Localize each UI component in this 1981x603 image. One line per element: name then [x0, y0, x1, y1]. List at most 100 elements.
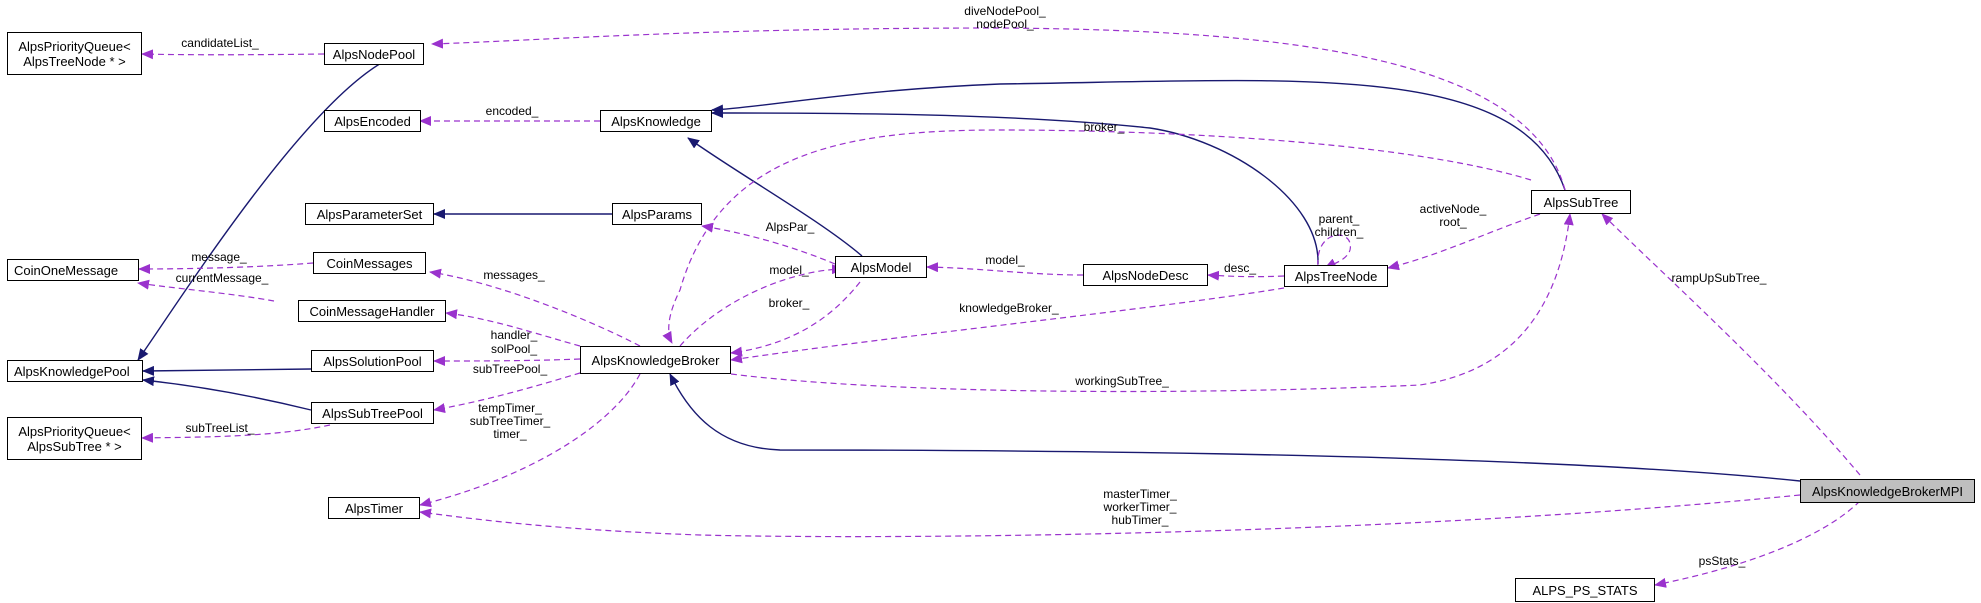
edge-treenode-parent-children	[1317, 234, 1351, 269]
edge-label-line: workingSubTree_	[1075, 374, 1169, 388]
edge-label-line: psStats_	[1698, 554, 1746, 568]
edge-subtreepool-to-knowledgepool	[142, 376, 312, 411]
edge-label-messages: messages_	[483, 269, 544, 282]
node-label: AlpsKnowledge	[611, 113, 701, 129]
node-alps-solution-pool[interactable]: AlpsSolutionPool	[311, 350, 434, 372]
node-alps-sub-tree-pool[interactable]: AlpsSubTreePool	[311, 402, 434, 424]
edge-label-line: model_	[769, 263, 809, 277]
edge-label-desc: desc_	[1224, 262, 1256, 275]
node-alps-node-pool[interactable]: AlpsNodePool	[324, 43, 424, 65]
node-alps-knowledge[interactable]: AlpsKnowledge	[600, 110, 712, 132]
edge-brokermpi-rampupsubtree	[1601, 213, 1861, 476]
edge-label-line: children_	[1314, 225, 1364, 239]
edge-label-encoded: encoded_	[486, 105, 539, 118]
edge-label-line: solPool_	[490, 342, 538, 356]
node-label: AlpsKnowledgeBrokerMPI	[1811, 483, 1964, 499]
node-label: AlpsNodeDesc	[1102, 267, 1189, 283]
edge-label-line: knowledgeBroker_	[959, 301, 1059, 315]
node-alps-params[interactable]: AlpsParams	[612, 203, 702, 225]
edge-label-line: masterTimer_	[1103, 487, 1177, 501]
node-alps-sub-tree[interactable]: AlpsSubTree	[1531, 190, 1631, 214]
edge-label-candidate-list: candidateList_	[181, 37, 258, 50]
node-label: CoinOneMessage	[14, 262, 119, 278]
edge-label-model: model_	[769, 264, 808, 277]
edge-label-model-desc: model_	[985, 254, 1024, 267]
edge-label-timers: tempTimer_ subTreeTimer_ timer_	[470, 402, 550, 441]
node-alps-encoded[interactable]: AlpsEncoded	[324, 110, 421, 132]
edge-label-line: workerTimer_	[1103, 500, 1177, 514]
edge-label-broker-model: broker_	[769, 297, 810, 310]
node-alps-knowledge-broker-mpi[interactable]: AlpsKnowledgeBrokerMPI	[1800, 479, 1975, 503]
edge-label-line: rampUpSubTree_	[1671, 271, 1767, 285]
edge-label-active-node: activeNode_ root_	[1420, 203, 1487, 229]
edge-label-knowledge-broker: knowledgeBroker_	[959, 302, 1058, 315]
node-alps-model[interactable]: AlpsModel	[835, 256, 927, 278]
edge-model-alpspar	[701, 222, 836, 265]
edge-label-sub-tree-pool: subTreePool_	[473, 363, 547, 376]
edge-subtree-nodepool	[431, 27, 1566, 191]
edge-model-to-knowledge	[687, 137, 863, 257]
edge-nodepool-candidatelist	[141, 49, 325, 60]
edge-label-line: candidateList_	[181, 36, 259, 50]
edge-label-line: diveNodePool_	[964, 4, 1046, 18]
edge-label-line: root_	[1439, 215, 1467, 229]
node-coin-message-handler[interactable]: CoinMessageHandler	[298, 300, 446, 322]
edge-subtree-to-knowledge	[711, 79, 1566, 191]
edge-coinmessages-message	[138, 262, 314, 274]
node-label: AlpsSubTree	[1543, 194, 1619, 210]
edge-handler-currentmessage	[137, 279, 275, 302]
node-label: AlpsKnowledgePool	[14, 363, 130, 379]
node-label-line1: AlpsPriorityQueue<	[18, 38, 131, 54]
node-label: ALPS_PS_STATS	[1532, 582, 1638, 598]
usage-edges	[137, 27, 1861, 588]
node-label: AlpsEncoded	[334, 113, 411, 129]
edge-broker-model	[679, 264, 844, 347]
edge-label-parent-children: parent_ children_	[1315, 213, 1364, 239]
edge-broker-solpool	[433, 355, 581, 366]
edge-label-line: tempTimer_	[478, 401, 542, 415]
node-alps-timer[interactable]: AlpsTimer	[328, 497, 420, 519]
node-label: AlpsSolutionPool	[323, 353, 422, 369]
node-label: AlpsSubTreePool	[322, 405, 423, 421]
edge-label-line: timer_	[493, 427, 527, 441]
node-alps-parameter-set[interactable]: AlpsParameterSet	[305, 203, 434, 225]
edge-treenode-to-knowledge	[711, 107, 1319, 265]
edge-label-line: activeNode_	[1419, 202, 1487, 216]
edge-label-line: encoded_	[485, 104, 539, 118]
edge-solutionpool-to-knowledgepool	[142, 365, 312, 376]
node-label: CoinMessages	[326, 255, 413, 271]
node-coin-one-message[interactable]: CoinOneMessage	[7, 259, 139, 281]
edge-label-mpi-timers: masterTimer_ workerTimer_ hubTimer_	[1103, 488, 1177, 527]
edge-label-line: AlpsPar_	[765, 220, 815, 234]
node-alps-ps-stats[interactable]: ALPS_PS_STATS	[1515, 578, 1655, 602]
edge-broker-handler	[445, 309, 581, 347]
edge-label-line: currentMessage_	[175, 271, 269, 285]
node-priority-queue-sub-tree[interactable]: AlpsPriorityQueue< AlpsSubTree * >	[7, 417, 142, 460]
edge-nodepool-to-knowledgepool	[137, 61, 384, 361]
edge-label-current-message: currentMessage_	[176, 272, 269, 285]
edge-broker-messages	[429, 268, 641, 347]
edge-label-line: nodePool_	[976, 17, 1034, 31]
edge-label-line: subTreeTimer_	[469, 414, 551, 428]
node-label: CoinMessageHandler	[309, 303, 435, 319]
node-label: AlpsParameterSet	[316, 206, 423, 222]
node-alps-knowledge-pool[interactable]: AlpsKnowledgePool	[7, 360, 143, 382]
node-label-line2: AlpsTreeNode * >	[23, 53, 126, 69]
node-alps-knowledge-broker[interactable]: AlpsKnowledgeBroker	[580, 346, 731, 374]
node-alps-node-desc[interactable]: AlpsNodeDesc	[1083, 264, 1208, 286]
edge-label-sub-tree-list: subTreeList_	[186, 422, 255, 435]
edge-label-working-sub-tree: workingSubTree_	[1075, 375, 1169, 388]
edge-label-ramp-up-sub-tree: rampUpSubTree_	[1672, 272, 1767, 285]
node-alps-tree-node[interactable]: AlpsTreeNode	[1284, 265, 1388, 287]
node-priority-queue-tree-node[interactable]: AlpsPriorityQueue< AlpsTreeNode * >	[7, 32, 142, 75]
edge-broker-subtreepool	[433, 369, 591, 413]
node-coin-messages[interactable]: CoinMessages	[313, 252, 426, 274]
node-label: AlpsModel	[850, 259, 912, 275]
edge-label-line: message_	[191, 250, 247, 264]
edge-subtree-activenode	[1387, 213, 1541, 271]
edge-label-alps-par: AlpsPar_	[766, 221, 815, 234]
node-label-line2: AlpsSubTree * >	[27, 438, 122, 454]
edge-label-line: handler_	[490, 328, 538, 342]
edge-label-line: parent_	[1318, 212, 1360, 226]
edge-label-handler: handler_	[491, 329, 538, 342]
